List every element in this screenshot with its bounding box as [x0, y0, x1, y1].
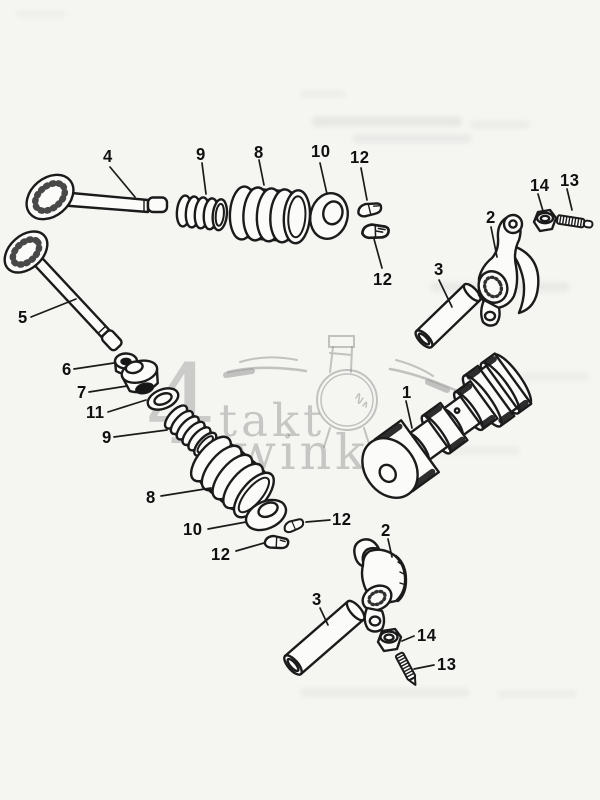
valve-spring-seat	[120, 359, 159, 395]
paper-smudge	[430, 446, 520, 455]
leader-line	[207, 521, 247, 530]
part-callout-8: 8	[146, 487, 156, 507]
spring-retainer-top	[309, 192, 349, 240]
paper-smudge	[520, 372, 590, 381]
part-callout-12: 12	[332, 509, 352, 529]
leader-line	[88, 385, 128, 393]
part-callout-12: 12	[350, 147, 370, 167]
leader-line	[258, 159, 265, 186]
rocker-arm-top	[477, 213, 540, 327]
leader-line	[160, 487, 212, 497]
part-callout-13: 13	[560, 170, 580, 190]
leader-line	[109, 166, 136, 198]
camshaft	[361, 352, 533, 499]
locknut-bottom	[376, 627, 403, 653]
valve-spring-outer-left	[189, 435, 275, 519]
rocker-arm-bottom	[353, 538, 408, 633]
part-callout-3: 3	[312, 589, 322, 609]
valve-washer	[146, 387, 180, 411]
paper-smudge	[352, 134, 472, 143]
watermark-word-takt: takt	[219, 394, 326, 447]
part-callout-9: 9	[196, 144, 206, 164]
part-callout-14: 14	[417, 625, 437, 645]
paper-smudge	[470, 120, 530, 129]
leader-line	[438, 279, 453, 308]
rocker-shaft-bottom	[283, 599, 366, 676]
leader-line	[319, 607, 329, 626]
leader-line	[537, 193, 544, 212]
paper-smudge	[300, 688, 470, 697]
paper-smudge	[312, 116, 462, 127]
leader-line	[73, 362, 115, 370]
part-callout-10: 10	[311, 141, 331, 161]
part-callout-5: 5	[18, 307, 28, 327]
valve-spring-inner-left	[163, 404, 218, 457]
leader-line	[373, 238, 383, 269]
valve-keeper	[283, 518, 305, 534]
rocker-shaft-top	[414, 282, 482, 349]
leader-line	[30, 298, 77, 318]
leader-line	[490, 226, 498, 258]
part-callout-6: 6	[62, 359, 72, 379]
adjuster-screw-top	[555, 214, 594, 229]
part-callout-8: 8	[254, 142, 264, 162]
exhaust-valve	[25, 173, 169, 221]
part-callout-12: 12	[211, 544, 231, 564]
leader-line	[305, 519, 331, 523]
part-callout-2: 2	[381, 520, 391, 540]
valve-spring-inner-top	[175, 194, 229, 232]
leader-line	[566, 188, 573, 211]
leader-line	[405, 400, 413, 429]
valve-spring-outer-top	[228, 185, 312, 245]
leader-line	[360, 167, 368, 201]
spring-retainer-bottom	[244, 498, 288, 532]
locknut-top	[532, 208, 558, 233]
leader-line	[401, 635, 415, 642]
part-callout-3: 3	[434, 259, 444, 279]
part-callout-12: 12	[373, 269, 393, 289]
part-callout-10: 10	[183, 519, 203, 539]
paper-smudge	[300, 90, 346, 98]
part-callout-1: 1	[402, 382, 412, 402]
paper-smudge	[16, 10, 66, 18]
part-callout-11: 11	[86, 402, 105, 422]
leader-line	[107, 399, 147, 413]
leader-line	[413, 664, 435, 670]
valve-stem-cap	[113, 352, 139, 376]
part-callout-9: 9	[102, 427, 112, 447]
part-callout-14: 14	[530, 175, 550, 195]
leader-line	[235, 542, 265, 552]
leader-line	[201, 162, 207, 195]
part-callout-13: 13	[437, 654, 457, 674]
part-callout-7: 7	[77, 382, 87, 402]
paper-smudge	[497, 690, 577, 698]
valve-keeper	[361, 223, 390, 240]
leader-line	[113, 429, 168, 438]
valve-keeper	[263, 534, 290, 550]
adjuster-screw-bottom	[394, 651, 417, 686]
leader-line	[319, 162, 328, 195]
leader-line	[387, 538, 393, 558]
intake-valve	[3, 230, 123, 352]
valve-keeper	[357, 202, 383, 218]
part-callout-2: 2	[486, 207, 496, 227]
part-callout-4: 4	[103, 146, 113, 166]
